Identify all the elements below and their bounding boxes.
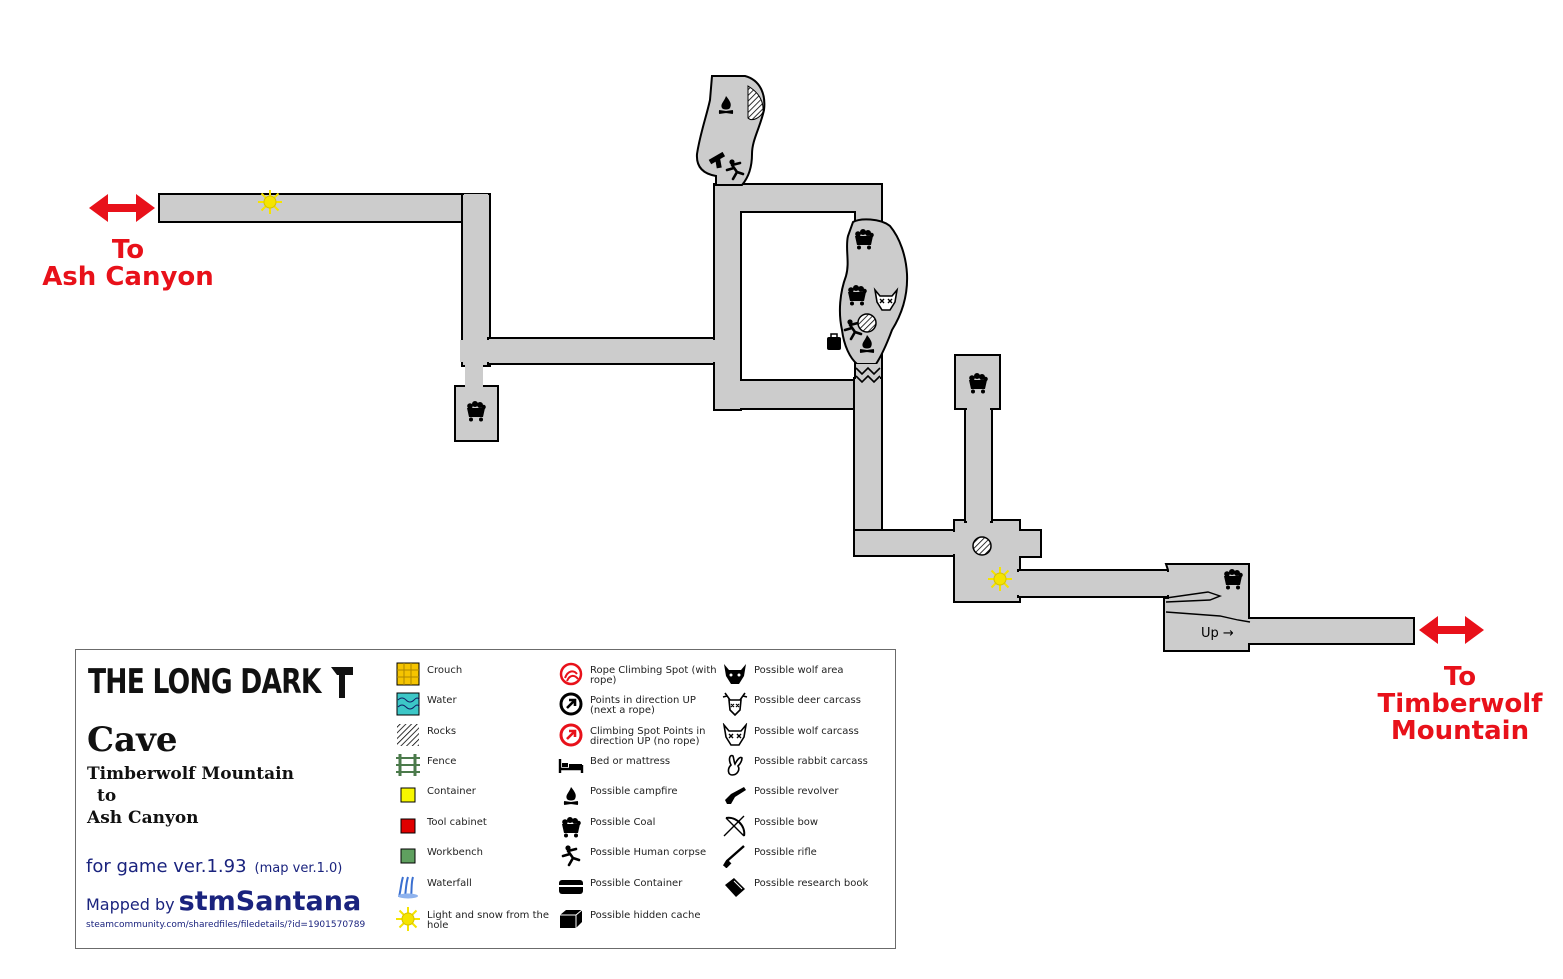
map-subtitle-dest: Ash Canyon xyxy=(87,808,199,828)
hidden-cache-icon xyxy=(560,909,583,928)
light-snow-icon xyxy=(257,189,283,215)
exit-west-line2: Ash Canyon xyxy=(42,262,214,292)
rabbit-carcass-icon xyxy=(727,754,743,776)
map-subtitle-from: Timberwolf Mountain xyxy=(87,764,294,784)
lower-corridor xyxy=(853,529,959,557)
game-version: for game ver.1.93(map ver.1.0) xyxy=(86,856,343,877)
up-label: Up → xyxy=(1201,626,1234,641)
exit-arrow-west[interactable] xyxy=(89,194,155,222)
bow-icon xyxy=(723,815,746,837)
container-box-icon xyxy=(559,880,583,894)
wolf-carcass-icon xyxy=(723,724,747,746)
fence-icon xyxy=(396,754,420,776)
exit-west-line1: To xyxy=(111,235,145,265)
exit-east-line2: Timberwolf xyxy=(1377,689,1543,719)
rope-climbing-icon xyxy=(559,662,583,686)
workbench-icon xyxy=(400,848,416,864)
container-box-icon xyxy=(827,333,841,350)
exit-label-east[interactable]: To Timberwolf Mountain xyxy=(1372,664,1548,745)
bed-icon xyxy=(558,759,584,773)
map-title: Cave xyxy=(87,720,178,760)
exit-label-west[interactable]: To Ash Canyon xyxy=(40,237,216,291)
exit-arrow-east[interactable] xyxy=(1419,616,1484,644)
hatchet-icon xyxy=(331,667,353,698)
climbing-spot-icon xyxy=(857,313,877,333)
exit-east-line1: To xyxy=(1443,662,1477,692)
east-chamber xyxy=(838,218,909,365)
container-icon xyxy=(400,787,416,803)
game-logo: THE LONG DARK xyxy=(88,662,321,702)
revolver-icon xyxy=(725,787,746,804)
middle-corridor xyxy=(487,337,717,365)
west-corridor xyxy=(158,193,491,223)
exit-east-line3: Mountain xyxy=(1390,716,1530,746)
revolver-icon xyxy=(708,151,726,169)
climbing-spot-icon xyxy=(972,536,992,556)
research-book-icon xyxy=(725,878,745,897)
east-corridor xyxy=(1017,569,1171,598)
campfire-icon xyxy=(563,786,579,805)
north-shaft xyxy=(964,407,993,523)
rifle-icon xyxy=(722,845,745,868)
waterfall-icon xyxy=(398,876,418,899)
climbing-spot-icon xyxy=(559,723,583,747)
deer-carcass-icon xyxy=(722,692,748,716)
source-url[interactable]: steamcommunity.com/sharedfiles/filedetai… xyxy=(86,920,366,930)
wolf-area-icon xyxy=(724,664,746,684)
map-subtitle-to: to xyxy=(97,786,117,806)
light-snow-icon xyxy=(395,907,421,931)
human-corpse-icon xyxy=(561,844,581,867)
legend-panel: THE LONG DARK Cave Timberwolf Mountain t… xyxy=(75,649,896,949)
tool-cabinet-icon xyxy=(400,818,416,834)
water-icon xyxy=(396,692,420,716)
direction-up-rope-icon xyxy=(559,692,583,716)
coal-icon xyxy=(562,817,581,838)
rocks-icon xyxy=(397,724,419,746)
crouch-icon xyxy=(396,662,420,686)
light-snow-icon xyxy=(987,566,1013,592)
